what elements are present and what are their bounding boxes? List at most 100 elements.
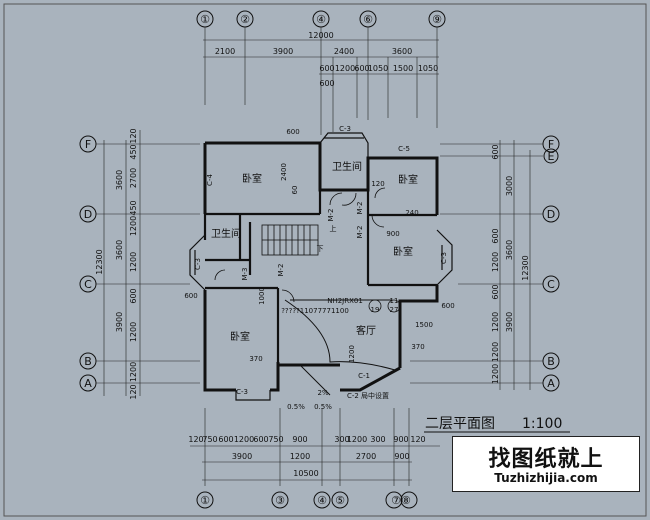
left-dim-1200c: 1200 [129, 322, 138, 342]
top-dim-600b: 600 [354, 64, 369, 73]
top-axis-2: ② [240, 13, 250, 26]
label-m2-c: M-2 [356, 225, 364, 238]
label-slope-2: 0.5% [314, 403, 332, 411]
bottom-dim-900b: 900 [393, 435, 408, 444]
left-dim-1200d: 1200 [129, 362, 138, 382]
left-dim-600: 600 [129, 288, 138, 303]
left-axis-D: D [84, 208, 92, 221]
drawing-title: 二层平面图 [425, 416, 495, 432]
top-extension-lines [203, 27, 439, 135]
right-axis-D: D [547, 208, 555, 221]
label-1500: 1500 [415, 321, 433, 329]
bottom-total-dim: 10500 [293, 469, 318, 478]
label-600-top: 600 [286, 128, 299, 136]
watermark-logo: 找图纸就上 Tuzhizhijia.com [452, 436, 640, 492]
top-total-dim: 12000 [308, 31, 333, 40]
interior-walls [203, 190, 437, 362]
bottom-dim-1200b: 1200 [347, 435, 367, 444]
room-bedroom-sw: 卧室 [230, 330, 250, 343]
bottom-dim-750b: 750 [268, 435, 283, 444]
bottom-axis-1: ① [200, 494, 210, 507]
top-axis-6: ⑥ [363, 13, 373, 26]
top-dim-2100: 2100 [215, 47, 235, 56]
top-dim-3600: 3600 [392, 47, 412, 56]
right-axis-C: C [547, 278, 555, 291]
top-axis-1: ① [200, 13, 210, 26]
bay-windows [189, 132, 453, 401]
logo-text-cn: 找图纸就上 [488, 447, 604, 472]
top-dim-600c: 600 [319, 79, 334, 88]
left-axis-column [79, 135, 97, 392]
label-m3: M-3 [241, 267, 249, 280]
label-c5: C-5 [398, 145, 410, 153]
top-dim-1050b: 1050 [418, 64, 438, 73]
top-dim-2400: 2400 [334, 47, 354, 56]
right-dim-3900: 3900 [505, 312, 514, 332]
label-m2-b: M-2 [356, 201, 364, 214]
label-c4: C-4 [206, 174, 214, 186]
label-c3-right: C-3 [440, 252, 448, 264]
bottom-dimension-lines [190, 408, 440, 486]
label-1200-living: 1200 [348, 345, 356, 363]
label-stair-down: 下 [317, 245, 324, 253]
left-total-dim: 12300 [95, 249, 104, 274]
left-axis-C: C [84, 278, 92, 291]
label-240: 240 [405, 209, 418, 217]
right-axis-A: A [547, 377, 555, 390]
top-dim-1500: 1500 [393, 64, 413, 73]
right-dim-1200c: 1200 [491, 342, 500, 362]
label-11: 11 [390, 297, 399, 305]
bottom-dim-300a: 300 [334, 435, 349, 444]
bottom-dim-1200a: 1200 [234, 435, 254, 444]
room-bedroom-ne: 卧室 [398, 173, 418, 186]
bottom-dim-900a: 900 [292, 435, 307, 444]
bottom-dim-900c: 900 [394, 452, 409, 461]
label-slope-1: 0.5% [287, 403, 305, 411]
label-120: 120 [371, 180, 384, 188]
left-dim-120a: 120 [129, 128, 138, 143]
label-c3-left: C-3 [194, 258, 202, 270]
label-27: 27 [390, 306, 399, 314]
bottom-axis-row [196, 491, 418, 509]
top-dim-600a: 600 [319, 64, 334, 73]
label-60: 60 [291, 186, 299, 195]
label-m2-d: M-2 [277, 263, 285, 276]
logo-text-en: Tuzhizhijia.com [494, 471, 598, 485]
frame-border [3, 3, 647, 517]
right-axis-E: E [548, 150, 555, 163]
right-dim-600c: 600 [491, 284, 500, 299]
label-600-left: 600 [184, 292, 197, 300]
right-dim-600a: 600 [491, 144, 500, 159]
left-axis-F: F [85, 138, 91, 151]
right-dim-1200a: 1200 [491, 252, 500, 272]
room-bath-n: 卫生间 [332, 160, 362, 173]
bottom-dim-120b: 120 [410, 435, 425, 444]
bottom-dim-300b: 300 [370, 435, 385, 444]
room-living: 客厅 [356, 324, 376, 337]
room-bedroom-e: 卧室 [393, 245, 413, 258]
label-c3-bottom: C-3 [236, 388, 248, 396]
left-axis-B: B [84, 355, 92, 368]
label-370-right: 370 [411, 343, 424, 351]
label-m2-a: M-2 [327, 208, 335, 221]
room-bedroom-nw: 卧室 [242, 172, 262, 185]
left-dim-120b: 120 [129, 384, 138, 399]
label-stair-up: 上 [330, 224, 337, 233]
left-extension-lines [96, 130, 200, 396]
bottom-dim-1200c: 1200 [290, 452, 310, 461]
top-dim-1200: 1200 [335, 64, 355, 73]
bottom-dim-3900: 3900 [232, 452, 252, 461]
bottom-dim-2700: 2700 [356, 452, 376, 461]
top-dim-1050a: 1050 [368, 64, 388, 73]
bottom-axis-7-8: ⑦⑧ [391, 494, 411, 507]
label-19: 19 [371, 306, 380, 314]
door-swings [214, 187, 386, 303]
bottom-dim-600b: 600 [253, 435, 268, 444]
bottom-dim-600a: 600 [218, 435, 233, 444]
left-dim-3600b: 3600 [115, 240, 124, 260]
top-axis-4: ④ [316, 13, 326, 26]
label-code-1: NH2JRX01 [327, 297, 363, 305]
drawing-scale: 1:100 [522, 416, 562, 432]
label-600-right: 600 [441, 302, 454, 310]
